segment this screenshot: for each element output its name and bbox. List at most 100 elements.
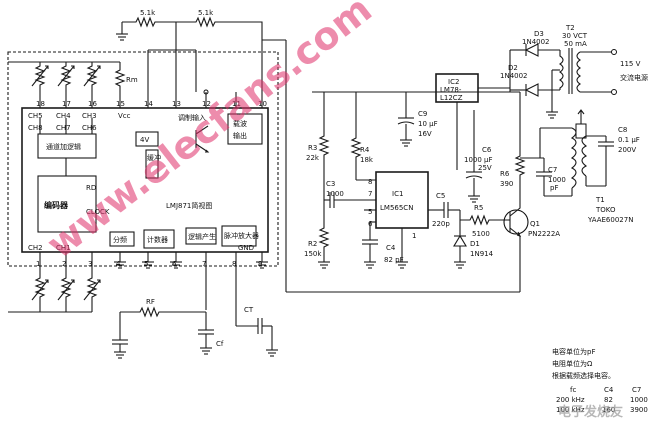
pin-16-label: 16	[88, 100, 97, 108]
q1-part: PN2222A	[528, 230, 560, 238]
chip-outer-frame	[7, 51, 279, 267]
r5-value: 5100	[472, 230, 490, 238]
ic2-label: IC2	[448, 78, 459, 86]
top-pins	[39, 40, 263, 108]
ground-symbols-left	[114, 261, 268, 269]
note-table-r2-c4: 160	[602, 406, 615, 414]
pin-17-label: 17	[62, 100, 71, 108]
amp-block	[135, 131, 159, 147]
c8-value1: 0.1 μF	[618, 136, 640, 144]
buffer-label: 缓冲	[147, 153, 161, 162]
ic1-pin1: 1	[412, 232, 416, 240]
c4-label: C4	[386, 244, 396, 252]
c3-value: 1000	[326, 190, 344, 198]
c6-label: C6	[482, 146, 492, 154]
inner-ch3: CH3	[82, 112, 97, 120]
bottom-pin-numbers: 1 2 3 4 5 6 7 8 9	[36, 260, 262, 268]
r5-label: R5	[474, 204, 483, 212]
r6-value: 390	[500, 180, 513, 188]
pin-2-label: 2	[62, 260, 66, 268]
note-table-r1-c7: 1000	[630, 396, 648, 404]
inner-ch2: CH2	[28, 244, 43, 252]
pin-11-label: 11	[232, 100, 241, 108]
inner-vcc: Vcc	[118, 112, 131, 120]
r-top2-label: 5.1k	[198, 9, 214, 17]
d1-part: 1N914	[470, 250, 494, 258]
t1-part: YAAE60027N	[587, 216, 633, 224]
c8-label: C8	[618, 126, 627, 134]
t1-maker: TOKO	[595, 206, 616, 214]
pin-10-label: 10	[258, 100, 267, 108]
c7-value2: pF	[550, 184, 558, 192]
inner-ch8: CH8	[28, 124, 43, 132]
q1-label: Q1	[530, 220, 540, 228]
r3-label: R3	[308, 144, 317, 152]
t2-spec1: 30 VCT	[562, 32, 588, 40]
c6-value1: 1000 μF	[464, 156, 493, 164]
divider-block	[109, 231, 135, 247]
r4-value: 18k	[360, 156, 374, 164]
channel-logic-block	[37, 133, 97, 159]
ic1-pin5: 5	[368, 208, 372, 216]
rf-ct-cf-network	[112, 286, 278, 359]
note-table-header-c7: C7	[632, 386, 641, 394]
c9-value1: 10 μF	[418, 120, 438, 128]
ic1-pin7: 7	[368, 190, 372, 198]
d1-label: D1	[470, 240, 480, 248]
pin-1-label: 1	[36, 260, 40, 268]
output-block	[227, 113, 263, 145]
logic-gen-label: 逻辑产生	[188, 232, 216, 241]
buffer-block	[145, 149, 159, 179]
ic2-part2: L12CZ	[440, 94, 463, 102]
note-table-r1-c4: 82	[604, 396, 613, 404]
bottom-potentiometers	[8, 270, 101, 313]
pulse-amp-label: 脉冲放大器	[224, 231, 259, 240]
logo-text: 电子发烧友	[558, 404, 623, 420]
d3-label: D3	[534, 30, 544, 38]
c8-value2: 200V	[618, 146, 636, 154]
cf-label: Cf	[216, 340, 224, 348]
bottom-pins	[39, 252, 263, 310]
amp-label: 4V	[140, 136, 149, 144]
inner-rd: RD	[86, 184, 96, 192]
encoder-block	[37, 175, 97, 233]
ic2-part1: LM78-	[440, 86, 462, 94]
t1-label: T1	[595, 196, 605, 204]
note-table-r1-fc: 200 kHz	[556, 396, 585, 404]
note-line2: 电阻单位为Ω	[552, 359, 593, 368]
divider-label: 分频	[113, 235, 127, 244]
channel-logic-label: 通道加逻辑	[46, 142, 81, 151]
r-top1-label: 5.1k	[140, 9, 156, 17]
top-pin-numbers: 18 17 16 15 14 13 12 11 10	[36, 100, 267, 108]
note-table-header-c4: C4	[604, 386, 614, 394]
ct-label: CT	[244, 306, 254, 314]
c4-value: 82 pF	[384, 256, 404, 264]
inner-ch5: CH5	[28, 112, 43, 120]
mains-voltage: 115 V	[620, 60, 641, 68]
note-table: fc C4 C7 200 kHz 82 1000 100 kHz 160 390…	[556, 386, 648, 414]
ic1-part: LM565CN	[380, 204, 413, 212]
pin-14-label: 14	[144, 100, 153, 108]
pin-6-label: 6	[172, 260, 177, 268]
c5-label: C5	[436, 192, 445, 200]
counter-label: 计数器	[147, 235, 168, 244]
top-potentiometers	[8, 61, 126, 92]
t2-spec2: 50 mA	[564, 40, 587, 48]
inner-clock: CLOCK	[86, 208, 110, 216]
rm-label: Rm	[126, 76, 138, 84]
t2-label: T2	[565, 24, 575, 32]
note-table-r2-fc: 100 kHz	[556, 406, 585, 414]
pin-8-label: 8	[232, 260, 236, 268]
c3-label: C3	[326, 180, 335, 188]
inner-ch7: CH7	[56, 124, 71, 132]
encoder-label: 编码器	[44, 200, 69, 210]
c7-value1: 1000	[548, 176, 566, 184]
counter-block	[143, 229, 175, 249]
mod-input-label: 调制输入	[178, 113, 206, 122]
r6-label: R6	[500, 170, 510, 178]
pin-9-label: 9	[258, 260, 262, 268]
pin-13-label: 13	[172, 100, 181, 108]
inner-ch1: CH1	[56, 244, 71, 252]
ic1-pin8: 8	[368, 178, 372, 186]
